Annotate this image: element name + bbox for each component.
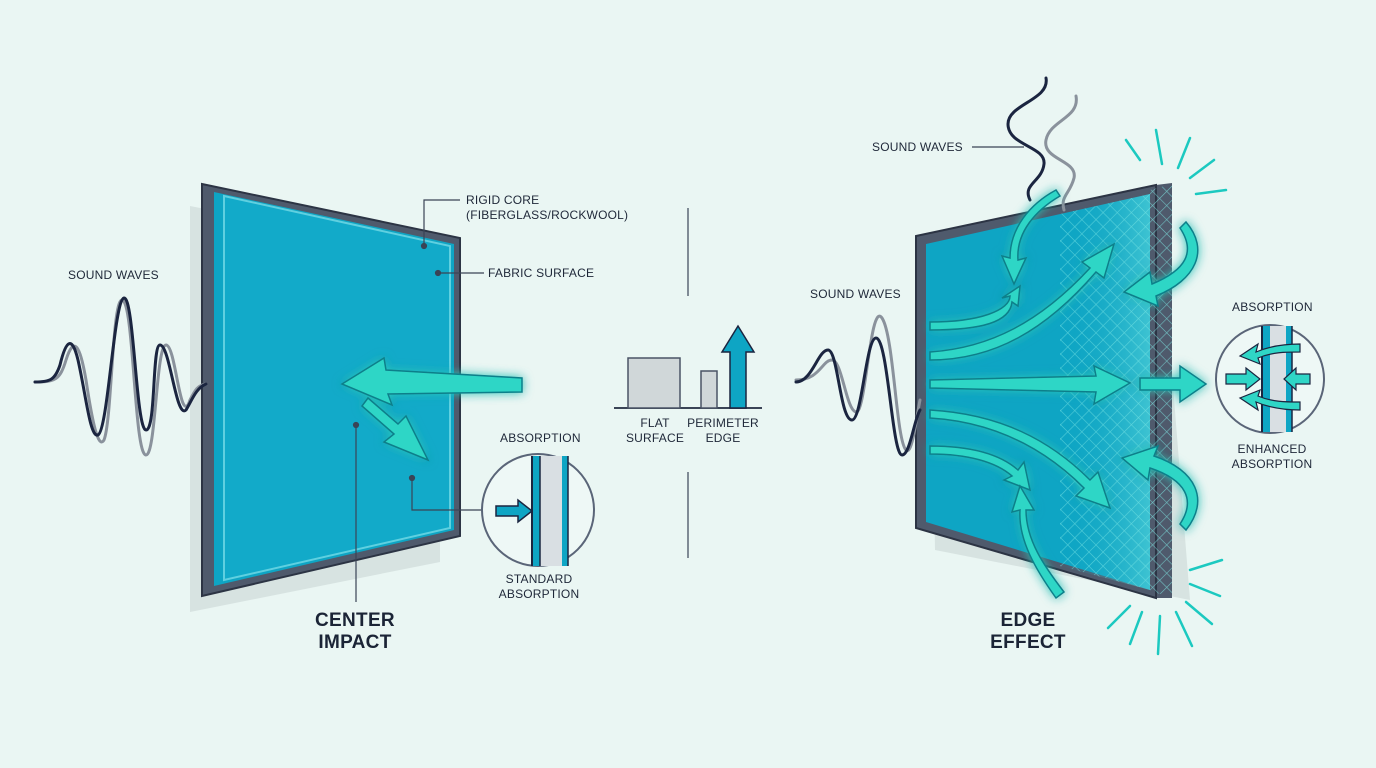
center-impact-panel	[190, 182, 461, 612]
left-sound-waves	[33, 296, 208, 457]
enhanced-absorption-label: ENHANCED ABSORPTION	[1231, 442, 1313, 471]
standard-absorption-label: STANDARD ABSORPTION	[498, 572, 580, 601]
left-absorption-label: ABSORPTION	[500, 431, 581, 445]
left-panel-fabric	[223, 194, 451, 582]
perimeter-edge-small-bar	[700, 370, 718, 409]
left-leader-lines	[352, 199, 486, 602]
center-impact-title: CENTER IMPACT	[315, 610, 395, 653]
arrow-lower-1	[929, 409, 1112, 510]
arrow-wrap-bottom	[1120, 444, 1199, 532]
standard-absorption-inset	[481, 453, 595, 567]
arrow-center	[929, 364, 1132, 406]
left-impact-arrow	[340, 356, 523, 462]
right-absorption-label: ABSORPTION	[1232, 300, 1313, 314]
right-top-sound-waves-label: SOUND WAVES	[872, 140, 963, 154]
edge-burst-bottom	[1106, 558, 1224, 656]
fabric-surface-label: FABRIC SURFACE	[488, 266, 595, 280]
edge-burst-top	[1124, 128, 1228, 196]
arrow-exit	[1139, 364, 1208, 404]
perimeter-edge-up-arrow	[720, 324, 756, 409]
arrow-top-down	[1000, 189, 1062, 286]
arrow-upper-1	[929, 242, 1116, 361]
enhanced-absorption-inset	[1215, 324, 1325, 434]
right-sound-waves	[794, 314, 922, 457]
right-internal-arrows	[929, 189, 1208, 600]
middle-comparison-chart	[614, 324, 762, 409]
flat-surface-bar	[627, 357, 681, 409]
edge-effect-title: EDGE EFFECT	[990, 610, 1066, 653]
rigid-core-label: RIGID CORE (FIBERGLASS/ROCKWOOL)	[466, 193, 629, 222]
perimeter-edge-label: PERIMETER EDGE	[687, 416, 759, 445]
arrow-bottom-up	[1010, 484, 1066, 600]
flat-surface-label: FLAT SURFACE	[625, 416, 685, 445]
top-sound-waves	[1006, 76, 1078, 212]
left-sound-waves-label: SOUND WAVES	[68, 268, 159, 282]
arrow-wrap-top	[1122, 220, 1199, 308]
arrow-upper-2	[929, 284, 1021, 331]
right-side-sound-waves-label: SOUND WAVES	[810, 287, 901, 301]
